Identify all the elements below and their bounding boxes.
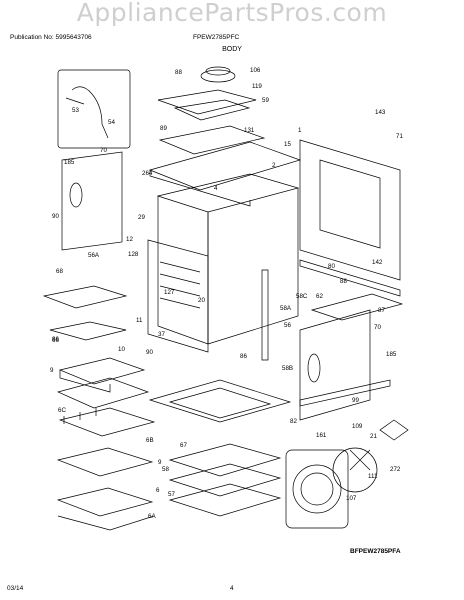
callout-label: 6	[156, 487, 160, 494]
callout-label: 90	[52, 213, 59, 220]
callout-label: 9	[50, 367, 54, 374]
callout-label: 6B	[146, 437, 154, 444]
callout-label: 99	[352, 397, 359, 404]
callout-label: 111	[368, 473, 378, 480]
callout-label: 88	[340, 278, 347, 285]
callout-label: 56	[284, 322, 291, 329]
callout-label: 87	[378, 307, 385, 314]
callout-label: 88	[175, 69, 182, 76]
callout-label: 53	[72, 107, 79, 114]
model-number: FPEW2785PFC	[193, 34, 240, 41]
callout-label: 90	[146, 349, 153, 356]
footer-date: 03/14	[7, 585, 24, 592]
callout-label: 56A	[88, 252, 100, 259]
page-number: 4	[230, 585, 234, 592]
callout-label: 58A	[280, 305, 292, 312]
callout-label: 131	[244, 127, 255, 134]
callout-label: 29	[138, 214, 145, 221]
callout-label: 67	[180, 442, 187, 449]
callout-label: 37	[158, 331, 165, 338]
callout-label: 86	[52, 336, 59, 343]
callout-label: 142	[372, 259, 383, 266]
callout-label: 54	[108, 119, 115, 126]
diagram-code: BFPEW2785PFA	[350, 548, 401, 555]
callout-label: 59	[262, 97, 269, 104]
callout-label: 20	[198, 297, 205, 304]
callout-label: 4	[214, 185, 218, 192]
callout-label: 185	[64, 159, 75, 166]
callout-label: 15	[284, 141, 291, 148]
callout-label: 10	[118, 346, 125, 353]
callout-label: 21	[370, 433, 377, 440]
callout-label: 57	[168, 491, 175, 498]
callout-label: 9	[158, 459, 162, 466]
callout-label: 82	[290, 418, 297, 425]
callout-label: 109	[352, 423, 363, 430]
callout-label: 272	[390, 466, 401, 473]
callout-label: 58C	[296, 293, 308, 300]
callout-label: 89	[160, 125, 167, 132]
callout-label: 11	[136, 317, 143, 324]
section-title: BODY	[222, 46, 242, 53]
callout-label: 62	[316, 293, 323, 300]
callout-label: 1	[298, 127, 302, 134]
callout-label: 127	[164, 289, 175, 296]
callout-label: 107	[346, 495, 357, 502]
callout-label: 58B	[282, 365, 293, 372]
callout-label: 66	[52, 337, 59, 344]
callout-label: 86	[240, 353, 247, 360]
callout-label: 6A	[148, 513, 156, 520]
callout-label: 70	[374, 324, 381, 331]
callout-label: 128	[128, 251, 139, 258]
callout-label: 70	[100, 147, 107, 154]
wire-inset-box	[57, 69, 131, 149]
callout-label: 6C	[58, 407, 66, 414]
callout-label: 68	[56, 268, 63, 275]
callout-label: 143	[375, 109, 386, 116]
publication-number: Publication No: 5995643706	[10, 34, 92, 41]
callout-label: 2	[272, 162, 276, 169]
callout-label: 119	[252, 83, 262, 90]
callout-label: 58	[162, 466, 169, 473]
fan-cover	[285, 449, 349, 529]
callout-label: 12	[126, 236, 133, 243]
callout-label: 106	[250, 67, 261, 74]
callout-label: 185	[386, 351, 397, 358]
callout-label: 161	[316, 432, 327, 439]
callout-label: 264	[142, 170, 153, 177]
callout-label: 71	[396, 133, 403, 140]
watermark: AppliancePartsPros.com	[76, 0, 388, 27]
callout-label: 80	[328, 263, 335, 270]
